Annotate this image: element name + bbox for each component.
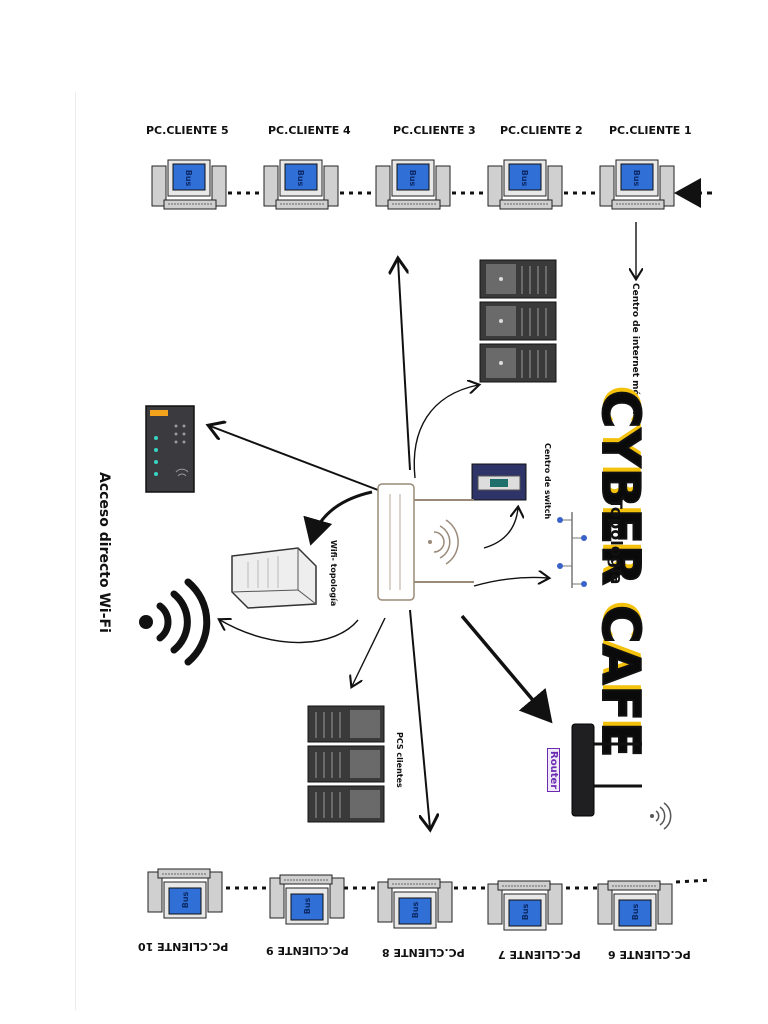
server-rack-icon — [306, 704, 386, 823]
modem-icon — [142, 402, 198, 494]
screen-text: Bus — [181, 891, 190, 908]
router-to-servers-arrow — [413, 385, 478, 479]
screen-text: Bus — [631, 903, 640, 920]
wifi-topology-label: Wifi- topología — [329, 540, 338, 607]
bus-topology-icon — [556, 508, 588, 590]
router-to-ap-arrow — [303, 490, 373, 546]
screen-text: Bus — [411, 901, 420, 918]
screen-text: Bus — [521, 903, 530, 920]
computer-icon: Bus — [268, 864, 346, 926]
router-label: Router — [547, 748, 560, 793]
screen-text: Bus — [408, 170, 417, 187]
computer-icon: Bus — [374, 158, 452, 220]
top-client-label: PC.CLIENTE 2 — [500, 124, 583, 137]
screen-text: Bus — [296, 170, 305, 187]
switch-icon — [470, 462, 528, 502]
computer-icon: Bus — [376, 868, 454, 930]
pcs-clients-label: PCS clientes — [395, 732, 404, 788]
wifi-signal-icon — [136, 576, 211, 668]
computer-icon: Bus — [598, 158, 676, 220]
screen-text: Bus — [632, 170, 641, 187]
router-to-wifi-arrow — [220, 620, 359, 644]
router-to-pcs-arrow — [352, 617, 386, 686]
topology-label: Topología — [607, 498, 626, 585]
router-to-modem-arrow — [210, 426, 379, 491]
bottom-client-label: PC.CLIENTE 7 — [498, 948, 581, 961]
screen-text: Bus — [184, 170, 193, 187]
top-client-label: PC.CLIENTE 3 — [393, 124, 476, 137]
switch-label: Centro de switch — [543, 443, 552, 520]
screen-text: Bus — [520, 170, 529, 187]
computer-icon: Bus — [262, 158, 340, 220]
wifi-signal-icon — [648, 802, 672, 830]
computer-icon: Bus — [150, 158, 228, 220]
top-client-label: PC.CLIENTE 1 — [609, 124, 692, 137]
wifi-access-label: Acceso directo Wi-Fi — [96, 472, 112, 633]
bottom-client-label: PC.CLIENTE 10 — [138, 940, 229, 953]
router-to-bottom-arrow — [409, 609, 430, 828]
router-icon — [570, 722, 644, 818]
access-point-icon — [226, 542, 320, 612]
router-to-top-arrow — [398, 260, 411, 471]
screen-text: Bus — [303, 897, 312, 914]
top-client-label: PC.CLIENTE 4 — [268, 124, 351, 137]
router-to-router-arrow — [460, 614, 553, 724]
computer-icon: Bus — [596, 870, 674, 932]
bottom-client-label: PC.CLIENTE 9 — [266, 944, 349, 957]
server-rack-icon — [478, 258, 558, 383]
bottom-bus-line — [675, 878, 713, 884]
computer-icon: Bus — [486, 870, 564, 932]
bottom-client-label: PC.CLIENTE 8 — [382, 946, 465, 959]
wifi-router-icon — [370, 478, 482, 606]
computer-icon: Bus — [486, 158, 564, 220]
top-client-label: PC.CLIENTE 5 — [146, 124, 229, 137]
router-to-topology-arrow — [473, 577, 548, 587]
bottom-client-label: PC.CLIENTE 6 — [608, 948, 691, 961]
router-to-switch-arrow — [483, 508, 518, 549]
computer-icon: Bus — [146, 858, 224, 920]
